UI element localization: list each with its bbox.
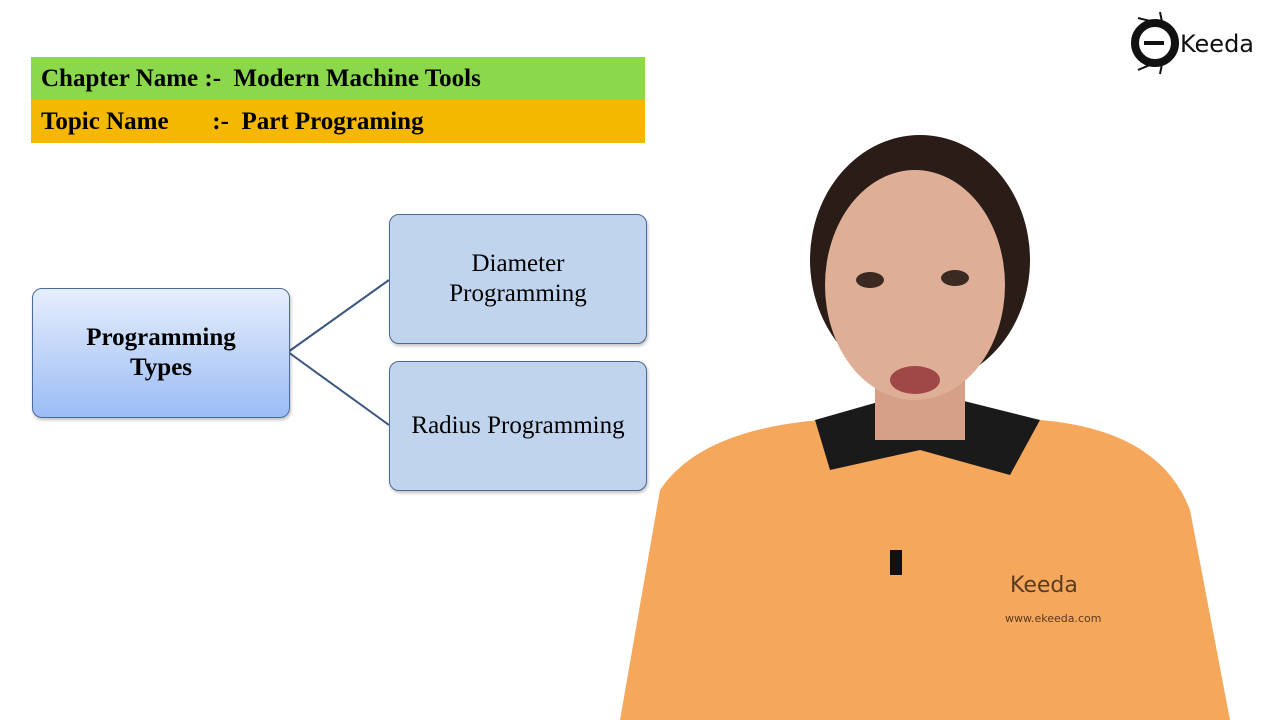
node-programming-types: Programming Types <box>32 288 290 418</box>
ekeeda-logo: Keeda <box>1131 11 1254 75</box>
shirt-website-text: www.ekeeda.com <box>1005 612 1101 625</box>
topic-name-banner: Topic Name :- Part Programing <box>31 100 645 143</box>
connector-diameter <box>287 279 390 353</box>
connector-radius <box>287 351 390 426</box>
shirt-logo-text: Keeda <box>1010 573 1078 598</box>
presenter-face <box>825 170 1005 400</box>
microphone <box>890 550 902 575</box>
node-radius-programming: Radius Programming <box>389 361 647 491</box>
node-label: Programming Types <box>86 324 236 381</box>
presenter-video: Keeda www.ekeeda.com <box>620 135 1230 720</box>
node-diameter-programming: Diameter Programming <box>389 214 647 344</box>
node-label: Radius Programming <box>411 412 625 439</box>
logo-text: Keeda <box>1180 30 1254 58</box>
presenter-shirt <box>620 410 1230 720</box>
chapter-name-banner: Chapter Name :- Modern Machine Tools <box>31 57 645 100</box>
node-label: Diameter Programming <box>449 250 587 307</box>
